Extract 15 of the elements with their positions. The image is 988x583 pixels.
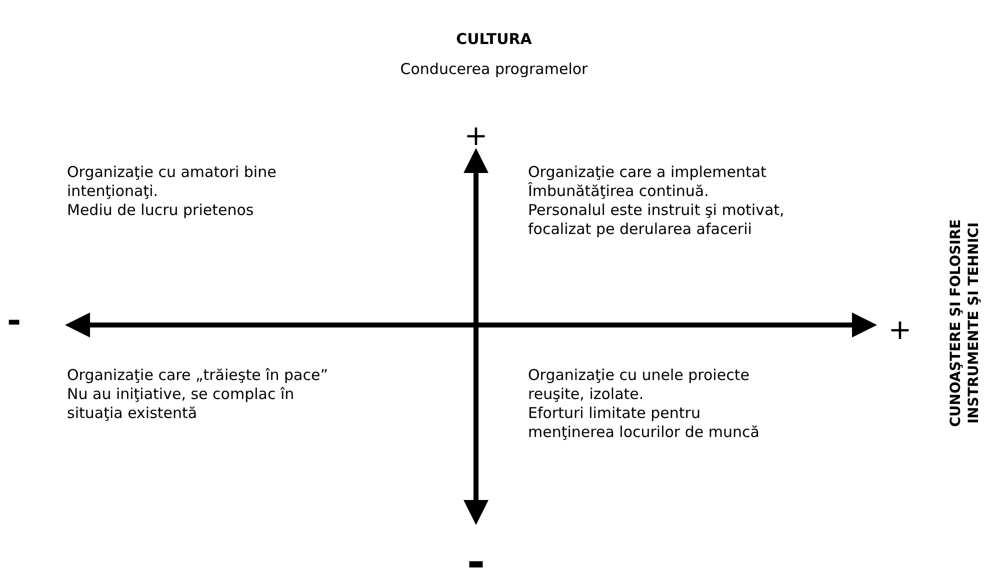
quadrant-text: Organizaţie care „trăieşte în pace” (67, 366, 329, 385)
axis-sign: - (466, 536, 486, 583)
quadrant-text: Mediu de lucru prietenos (67, 201, 255, 220)
axis-sign: + (463, 118, 489, 153)
axis-sign: - (6, 300, 22, 343)
axis-sign: + (887, 312, 913, 347)
axis-title: CUNOAŞTERE ŞI FOLOSIRE INSTRUMENTE ŞI TEHNICI (947, 218, 983, 429)
quadrant-text: Personalul este instruit şi motivat, focalizat pe derularea afacerii (528, 201, 786, 239)
title: CULTURA (455, 30, 533, 49)
quadrant-text: Organizaţie cu unele proiecte reuşite, izolate. (528, 366, 750, 404)
subtitle: Conducerea programelor (399, 60, 589, 79)
quadrant-text: Nu au iniţiative, se complac în situaţia existentă (67, 385, 296, 423)
quadrant-text: Organizaţie care a implementat Îmbunătăţirea continuă. (528, 163, 768, 201)
quadrant-text: Eforturi limitate pentru menţinerea locurilor de muncă (528, 404, 760, 442)
quadrant-text: Organizaţie cu amatori bine intenţionaţi. (67, 163, 278, 201)
